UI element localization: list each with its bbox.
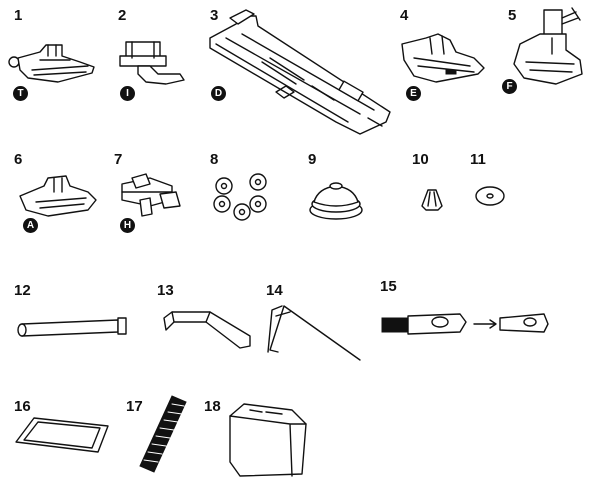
item-number-6: 6 [14, 151, 23, 168]
item-number-13: 13 [157, 282, 174, 299]
blind-hem-foot-illustration [513, 7, 583, 85]
item-number-4: 4 [400, 7, 409, 24]
item-number-10: 10 [412, 151, 429, 168]
zipper-foot-illustration [119, 41, 185, 85]
foot-letter-badge-2: I [120, 86, 135, 101]
spool-pin-felt-illustration [421, 189, 443, 211]
item-number-1: 1 [14, 7, 23, 24]
item-number-14: 14 [266, 282, 283, 299]
item-number-3: 3 [210, 7, 219, 24]
item-number-12: 12 [14, 282, 31, 299]
item-number-16: 16 [14, 398, 31, 415]
foot-letter-badge-5: F [502, 79, 517, 94]
button-sewing-foot-illustration [121, 173, 181, 217]
item-number-8: 8 [210, 151, 219, 168]
foot-letter-badge-4: E [406, 86, 421, 101]
seam-ripper-illustration [267, 305, 361, 361]
extra-spool-pin-illustration [17, 317, 127, 337]
satin-foot-illustration [19, 175, 97, 217]
overcast-foot-illustration [401, 33, 485, 83]
coil-illustration [139, 395, 187, 473]
brush-and-ripper-illustration [381, 313, 549, 335]
washer-illustration [475, 186, 505, 206]
dust-cover-illustration [229, 403, 307, 477]
item-number-18: 18 [204, 398, 221, 415]
item-number-9: 9 [308, 151, 317, 168]
l-screwdriver-illustration [163, 311, 251, 349]
bobbins-illustration [213, 173, 267, 221]
zigzag-foot-illustration [8, 44, 95, 83]
spool-cap-illustration [309, 182, 363, 220]
item-number-5: 5 [508, 7, 517, 24]
item-number-11: 11 [470, 151, 486, 168]
foot-letter-badge-1: T [13, 86, 28, 101]
lint-pad-illustration [15, 417, 109, 453]
foot-letter-badge-3: D [211, 86, 226, 101]
item-number-15: 15 [380, 278, 397, 295]
foot-letter-badge-7: H [120, 218, 135, 233]
buttonhole-foot-illustration [209, 9, 391, 135]
item-number-7: 7 [114, 151, 123, 168]
foot-letter-badge-6: A [23, 218, 38, 233]
item-number-17: 17 [126, 398, 143, 415]
item-number-2: 2 [118, 7, 127, 24]
